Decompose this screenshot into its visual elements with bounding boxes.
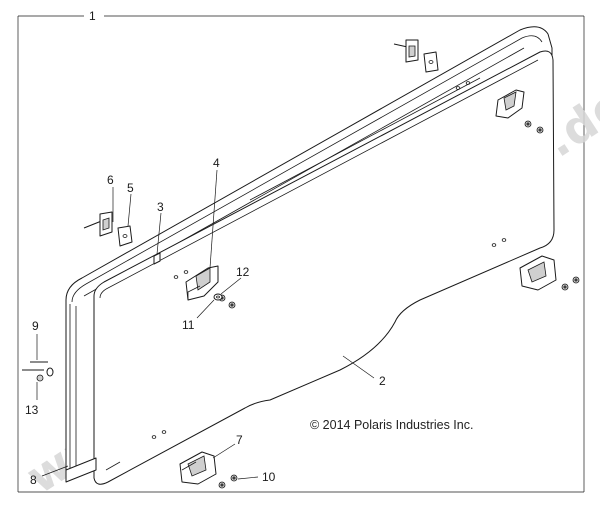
callout-5: 5 [127, 181, 134, 195]
callout-13: 13 [25, 403, 39, 417]
copyright-text: © 2014 Polaris Industries Inc. [310, 418, 473, 432]
latch-plate-top-right [423, 51, 439, 73]
latch-plate-5 [117, 225, 133, 247]
pin-3 [153, 252, 161, 265]
assembly-bracket [17, 15, 585, 493]
panel-holes [151, 81, 507, 439]
callout-12: 12 [236, 265, 250, 279]
rear-panel [93, 50, 555, 485]
callout-9: 9 [32, 319, 39, 333]
upper-latch-right [495, 89, 525, 119]
callout-10: 10 [262, 470, 276, 484]
callout-7: 7 [236, 433, 243, 447]
upper-latch-left [185, 265, 219, 301]
callout-8: 8 [30, 473, 37, 487]
lower-hinge-right [519, 255, 557, 291]
washer [213, 293, 223, 301]
callout-4: 4 [213, 156, 220, 170]
lower-hinge-left [179, 451, 217, 485]
nuts [218, 120, 580, 489]
callout-1: 1 [89, 9, 96, 23]
callout-11: 11 [182, 318, 195, 332]
screws-9 [22, 361, 54, 382]
callout-3: 3 [157, 200, 164, 214]
callout-2: 2 [379, 374, 386, 388]
callout-6: 6 [107, 173, 114, 187]
bolt-top-right [393, 39, 419, 63]
bolt-6 [83, 211, 113, 237]
leader-lines [36, 169, 375, 480]
callout-numbers: 1 2 3 4 5 6 7 8 9 10 11 12 13 [25, 9, 386, 487]
